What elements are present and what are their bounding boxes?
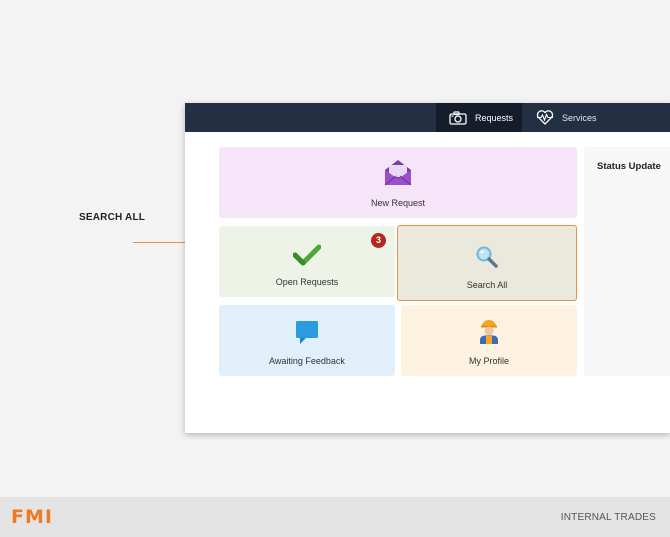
app-window: Requests Services xyxy=(185,103,670,433)
tab-requests-label: Requests xyxy=(475,112,514,123)
camera-icon xyxy=(449,110,467,125)
envelope-icon xyxy=(383,159,413,192)
status-update-panel: Status Update xyxy=(584,147,670,376)
step-badge: 3 xyxy=(371,233,386,248)
tile-new-request[interactable]: New Request xyxy=(219,147,577,218)
tutorial-slide: SEARCH ALL 3 Requests xyxy=(79,103,670,433)
tile-my-profile-label: My Profile xyxy=(468,356,509,366)
tile-awaiting-feedback-label: Awaiting Feedback xyxy=(269,356,345,366)
top-navigation-bar: Requests Services xyxy=(185,103,670,132)
tile-awaiting-feedback[interactable]: Awaiting Feedback xyxy=(219,305,395,376)
tile-search-all-label: Search All xyxy=(466,280,508,290)
footer-caption: INTERNAL TRADES xyxy=(560,512,656,523)
magnifier-icon xyxy=(475,245,499,274)
callout-label: SEARCH ALL xyxy=(79,212,146,223)
tile-open-requests[interactable]: Open Requests xyxy=(219,226,395,297)
tab-services[interactable]: Services xyxy=(530,103,620,132)
tab-services-label: Services xyxy=(562,112,597,123)
status-update-title: Status Update xyxy=(597,161,661,172)
tab-requests[interactable]: Requests xyxy=(436,103,522,132)
tile-my-profile[interactable]: My Profile xyxy=(401,305,577,376)
worker-avatar-icon xyxy=(477,317,501,350)
tile-new-request-label: New Request xyxy=(370,198,426,208)
speech-bubble-icon xyxy=(294,319,320,350)
footer-bar: FMI INTERNAL TRADES xyxy=(0,497,670,537)
heartbeat-icon xyxy=(536,110,554,125)
checkmark-icon xyxy=(292,244,322,271)
tile-open-requests-label: Open Requests xyxy=(275,277,339,287)
tile-search-all[interactable]: Search All xyxy=(397,225,577,301)
fmi-logo: FMI xyxy=(11,506,53,528)
